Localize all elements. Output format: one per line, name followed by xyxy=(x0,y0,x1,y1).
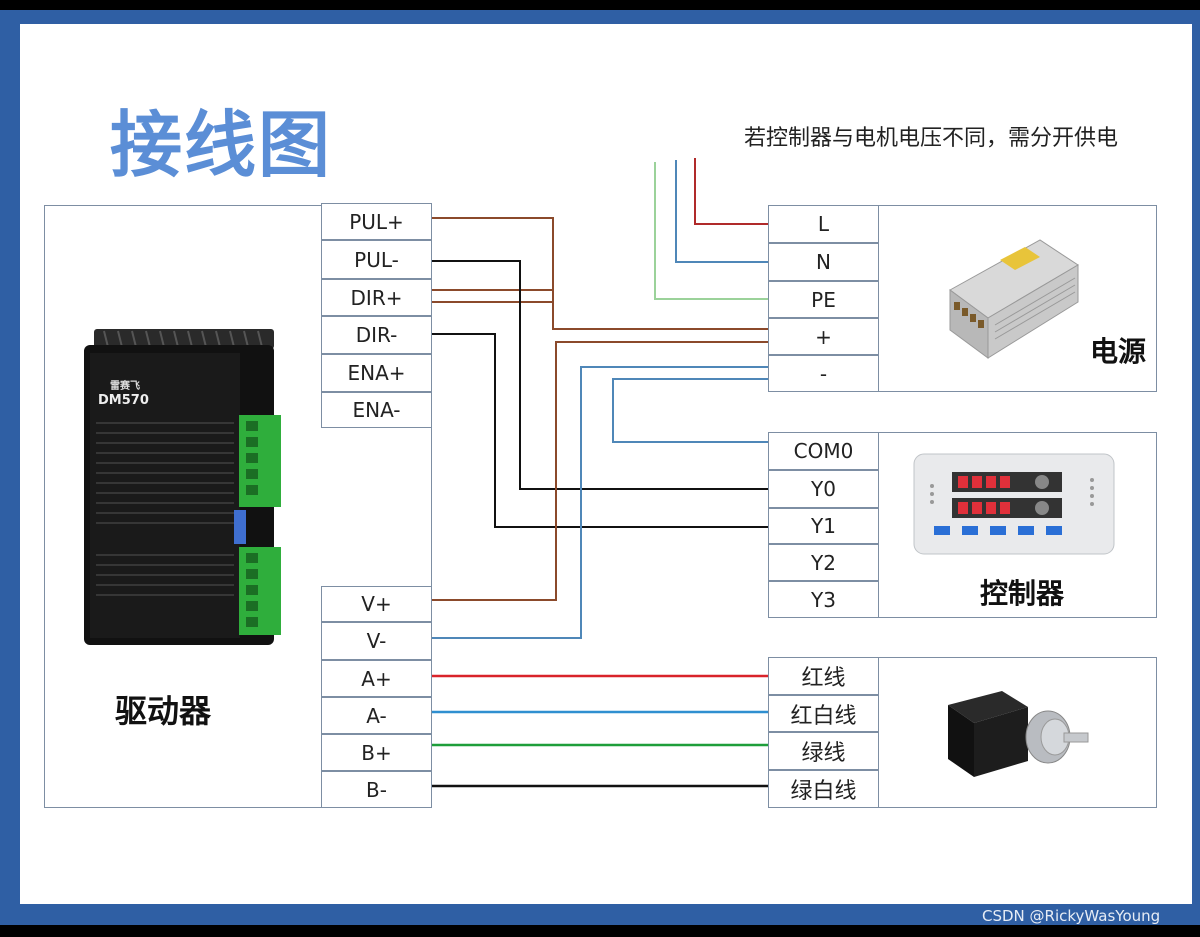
terminal-green-white: 绿白线 xyxy=(768,770,879,808)
driver-brand: 雷赛飞 xyxy=(110,381,140,392)
terminal-l: L xyxy=(768,205,879,243)
terminal-red: 红线 xyxy=(768,657,879,695)
terminal-plus: + xyxy=(768,318,879,355)
wire-l xyxy=(694,158,768,225)
driver-label: 驱动器 xyxy=(115,692,212,730)
terminal-com0: COM0 xyxy=(768,432,879,470)
power-note: 若控制器与电机电压不同，需分开供电 xyxy=(744,126,1119,151)
wire-vminus xyxy=(432,366,768,639)
wire-dir-minus xyxy=(432,333,768,528)
terminal-b-plus: B+ xyxy=(321,734,432,771)
terminal-dir-plus: DIR+ xyxy=(321,279,432,316)
terminal-ena-minus: ENA- xyxy=(321,392,432,428)
wire-pul-minus xyxy=(432,260,768,490)
terminal-pe: PE xyxy=(768,281,879,318)
terminal-pul-plus: PUL+ xyxy=(321,203,432,240)
power-label: 电源 xyxy=(1090,335,1147,368)
terminal-y0: Y0 xyxy=(768,470,879,508)
wire-com0 xyxy=(612,378,768,443)
motor-image xyxy=(940,685,1100,785)
controller-image xyxy=(912,450,1132,565)
terminal-b-minus: B- xyxy=(321,771,432,808)
wire-n xyxy=(675,160,768,263)
terminal-vplus: V+ xyxy=(321,586,432,622)
wire-dir-plus xyxy=(432,289,554,322)
terminal-y3: Y3 xyxy=(768,581,879,618)
terminal-ena-plus: ENA+ xyxy=(321,354,432,392)
power-supply-image xyxy=(940,230,1080,360)
diagram-title: 接线图 xyxy=(110,103,333,187)
wire-pul-plus xyxy=(432,217,768,330)
terminal-a-minus: A- xyxy=(321,697,432,734)
terminal-red-white: 红白线 xyxy=(768,695,879,732)
terminal-vminus: V- xyxy=(321,622,432,660)
terminal-y1: Y1 xyxy=(768,508,879,544)
wire-vplus xyxy=(432,341,768,601)
terminal-y2: Y2 xyxy=(768,544,879,581)
terminal-green: 绿线 xyxy=(768,732,879,770)
terminal-a-plus: A+ xyxy=(321,660,432,697)
driver-device-image: 雷赛飞 DM570 xyxy=(84,325,294,650)
terminal-dir-minus: DIR- xyxy=(321,316,432,354)
terminal-pul-minus: PUL- xyxy=(321,240,432,279)
wire-pe xyxy=(654,162,768,300)
driver-model: DM570 xyxy=(98,393,149,408)
terminal-minus: - xyxy=(768,355,879,392)
controller-label: 控制器 xyxy=(980,577,1065,610)
watermark: CSDN @RickyWasYoung xyxy=(982,907,1161,925)
terminal-n: N xyxy=(768,243,879,281)
